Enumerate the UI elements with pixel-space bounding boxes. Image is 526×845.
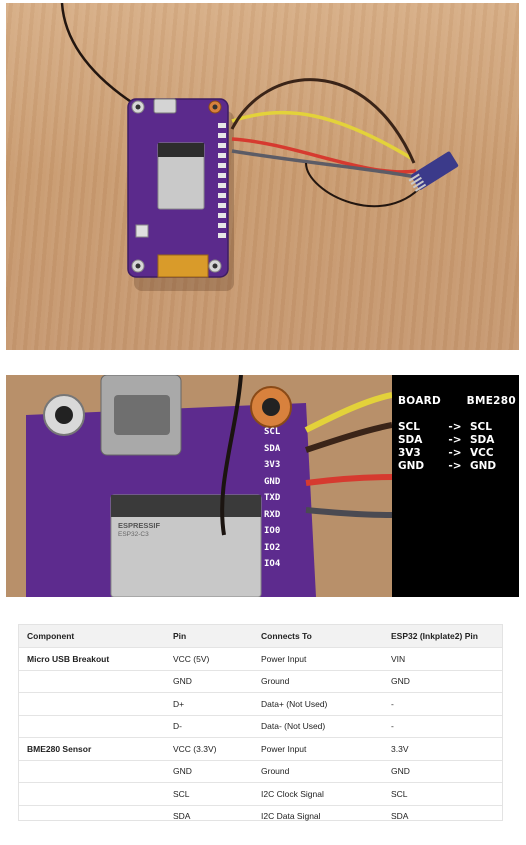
cell-component xyxy=(19,805,165,827)
pin-map-arrow: -> xyxy=(448,460,462,472)
table-row: SDA I2C Data Signal SDA xyxy=(19,805,502,827)
cell-connects-to: Power Input xyxy=(253,737,383,761)
cell-connects-to: I2C Clock Signal xyxy=(253,782,383,806)
cell-connects-to: Ground xyxy=(253,760,383,783)
closeup-illustration xyxy=(6,375,392,597)
cell-pin: VCC (5V) xyxy=(165,647,253,671)
module-brand: ESPRESSIF xyxy=(118,521,161,530)
cell-esp32-pin: SCL xyxy=(383,782,502,806)
pin-map-arrow: -> xyxy=(448,434,462,446)
cell-connects-to: Data- (Not Used) xyxy=(253,715,383,738)
closeup-image: SCL SDA 3V3 GND TXD RXD IO0 IO2 IO4 ESPR… xyxy=(6,375,392,597)
wire-red-closeup xyxy=(305,474,392,486)
pin-map-sensor-pin: SDA xyxy=(470,434,495,446)
wire-red xyxy=(231,137,417,174)
pin-map-board-pin: SCL xyxy=(398,421,420,433)
col-header-component: Component xyxy=(19,625,165,648)
pin-map-row: SCL -> SCL xyxy=(398,421,516,434)
wiring-table-grid: Component Pin Connects To ESP32 (Inkplat… xyxy=(19,625,502,827)
cell-component xyxy=(19,692,165,716)
wiring-table: Component Pin Connects To ESP32 (Inkplat… xyxy=(18,624,503,821)
silkscreen-labels: SCL SDA 3V3 GND TXD RXD IO0 IO2 IO4 xyxy=(264,427,300,576)
silk-txd: TXD xyxy=(264,493,281,503)
pin-map-sensor-pin: VCC xyxy=(470,447,494,459)
pin-map-arrow: -> xyxy=(448,447,462,459)
table-header-row: Component Pin Connects To ESP32 (Inkplat… xyxy=(19,625,502,648)
cell-pin: GND xyxy=(165,670,253,693)
cell-esp32-pin: 3.3V xyxy=(383,737,502,761)
wire-gray-closeup xyxy=(305,507,392,518)
table-row: Micro USB Breakout VCC (5V) Power Input … xyxy=(19,647,502,671)
button xyxy=(135,224,149,238)
cell-connects-to: Data+ (Not Used) xyxy=(253,692,383,716)
cell-esp32-pin: GND xyxy=(383,670,502,693)
pin-map-header-sensor: BME280 xyxy=(466,395,516,407)
table-row: D- Data- (Not Used) - xyxy=(19,715,502,738)
cell-pin: D+ xyxy=(165,692,253,716)
cell-component xyxy=(19,715,165,738)
cell-pin: D- xyxy=(165,715,253,738)
table-row: SCL I2C Clock Signal SCL xyxy=(19,782,502,806)
silk-io0: IO0 xyxy=(264,526,281,536)
table-row: BME280 Sensor VCC (3.3V) Power Input 3.3… xyxy=(19,737,502,761)
col-header-pin: Pin xyxy=(165,625,253,648)
module-model: ESP32-C3 xyxy=(118,531,149,538)
wire-brown xyxy=(230,78,416,164)
pin-map-sensor-pin: GND xyxy=(470,460,497,472)
cell-component: Micro USB Breakout xyxy=(19,647,165,671)
cell-pin: SDA xyxy=(173,811,191,822)
cell-esp32-pin: GND xyxy=(383,760,502,783)
table-row: GND Ground GND xyxy=(19,760,502,783)
col-header-connects-to: Connects To xyxy=(253,625,383,648)
cell-connects-to: Power Input xyxy=(253,647,383,671)
pin-map-header: BOARD BME280 xyxy=(398,395,516,407)
wire-yellow xyxy=(231,110,412,160)
cell-pin: SCL xyxy=(165,782,253,806)
pin-map-sensor-pin: SCL xyxy=(470,421,492,433)
silk-sda: SDA xyxy=(264,443,281,454)
pin-map-header-board: BOARD xyxy=(398,395,442,407)
board-wiring-illustration xyxy=(60,3,459,291)
pin-map-row: 3V3 -> VCC xyxy=(398,447,516,460)
cell-component xyxy=(19,670,165,693)
cell-component xyxy=(19,782,165,806)
usb-c-port xyxy=(153,98,177,114)
silk-rxd: RXD xyxy=(264,509,281,520)
silk-gnd: GND xyxy=(264,476,281,487)
board-photo-top xyxy=(6,3,519,350)
bme280-module xyxy=(408,151,459,192)
pin-map-row: GND -> GND xyxy=(398,460,516,473)
cell-esp32-pin: VIN xyxy=(383,647,502,671)
silk-io2: IO2 xyxy=(264,542,281,553)
cell-esp32-pin: - xyxy=(383,715,502,738)
cell-connects-to: Ground xyxy=(253,670,383,693)
cell-esp32-pin: - xyxy=(383,692,502,716)
wire-brown-closeup xyxy=(305,422,392,453)
cell-pin: GND xyxy=(165,760,253,783)
pin-map-arrow: -> xyxy=(448,421,462,433)
wire-gray xyxy=(231,149,417,179)
silk-3v3: 3V3 xyxy=(264,460,281,470)
wire-yellow-closeup xyxy=(304,392,392,433)
col-header-esp32-pin: ESP32 (Inkplate2) Pin xyxy=(383,625,502,648)
pin-map-board-pin: SDA xyxy=(398,434,423,446)
antenna-wire-closeup xyxy=(220,375,243,536)
fpc-connector xyxy=(157,254,209,278)
cell-esp32-pin: SDA xyxy=(391,811,409,822)
pin-mapping-overlay: BOARD BME280 SCL -> SCL SDA -> SDA 3V3 -… xyxy=(398,395,516,473)
silk-scl: SCL xyxy=(264,427,281,437)
pin-map-board-pin: GND xyxy=(398,460,425,472)
pin-map-row: SDA -> SDA xyxy=(398,434,516,447)
cell-component: BME280 Sensor xyxy=(19,737,165,761)
silk-io4: IO4 xyxy=(264,559,281,569)
cell-connects-to: I2C Data Signal xyxy=(261,811,321,822)
cell-pin: VCC (3.3V) xyxy=(165,737,253,761)
table-row: D+ Data+ (Not Used) - xyxy=(19,692,502,716)
table-row: GND Ground GND xyxy=(19,670,502,693)
board-closeup-photo: SCL SDA 3V3 GND TXD RXD IO0 IO2 IO4 ESPR… xyxy=(6,375,519,597)
pin-map-board-pin: 3V3 xyxy=(398,447,421,459)
cell-component xyxy=(19,760,165,783)
header-pins xyxy=(218,123,226,238)
wire-loop xyxy=(305,162,427,208)
